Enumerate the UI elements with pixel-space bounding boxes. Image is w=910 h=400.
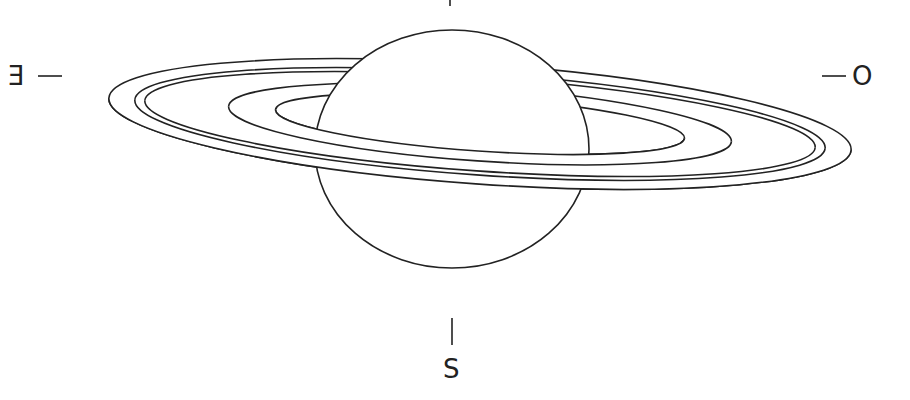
direction-label: S <box>443 356 460 382</box>
direction-label: Ǝ <box>8 63 24 89</box>
direction-label: O <box>852 63 872 89</box>
